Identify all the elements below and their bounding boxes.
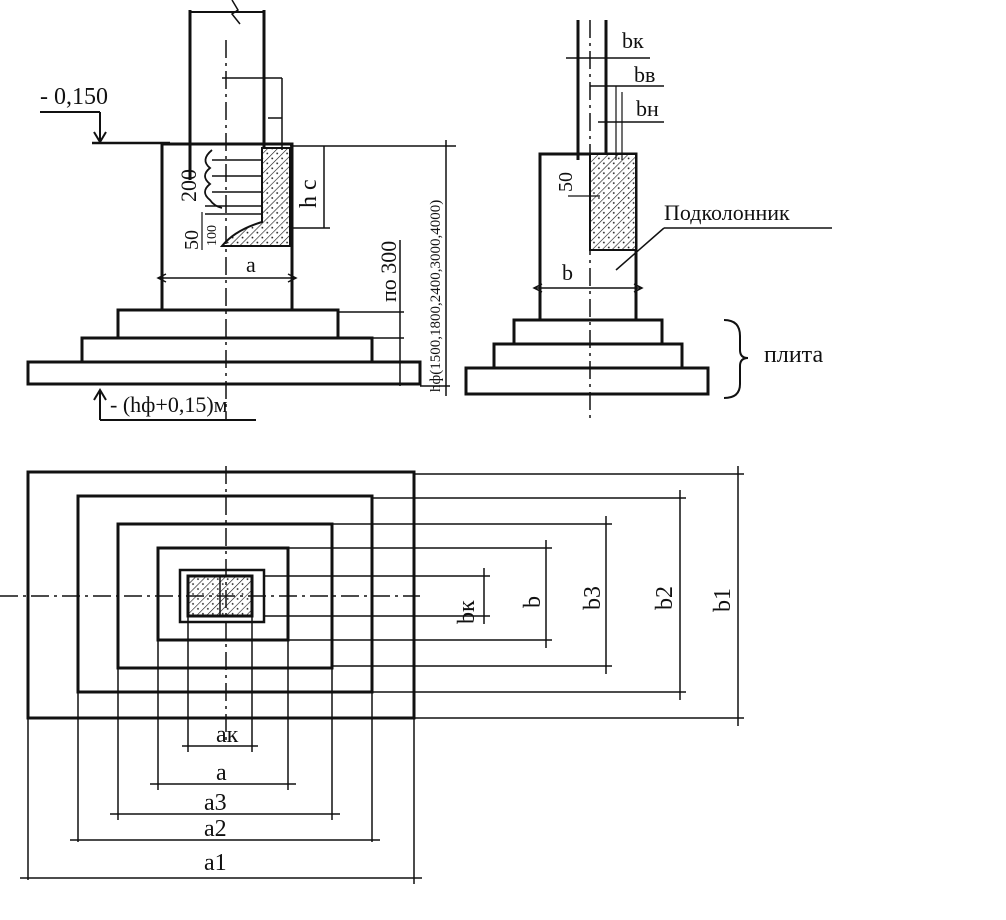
plan-b3-label: b3	[580, 586, 606, 610]
plan-b2-label: b2	[652, 586, 678, 610]
dim-100-label: 100	[205, 225, 220, 246]
front-socket-wave	[204, 149, 223, 209]
side-step-bottom	[464, 366, 710, 396]
plan-a1-label: a1	[204, 850, 227, 876]
front-column-break	[230, 0, 241, 25]
dim-200-label: 200	[176, 169, 201, 202]
side-section: bк bв bн 50 Подколонник b плита	[464, 20, 832, 420]
side-step-middle	[492, 342, 684, 370]
plan-ak-label: aк	[216, 722, 239, 748]
mark-top-label: - 0,150	[40, 84, 108, 110]
plan-view: bк b b3 b2 b1 aк a a3 a2 a1	[0, 466, 744, 884]
plan-b-label: b	[520, 596, 546, 608]
dim-b-side-label: b	[562, 260, 573, 285]
mark-bottom-label: - (hф+0,15)м	[110, 392, 228, 417]
dim-bn-label: bн	[636, 96, 659, 121]
plan-step-1	[26, 470, 416, 720]
plan-a3-label: a3	[204, 790, 227, 816]
dim-hc-label: h c	[296, 179, 322, 208]
dim-bk-side-label: bк	[622, 28, 644, 53]
side-step-top	[512, 318, 664, 346]
front-step-bottom	[26, 360, 422, 386]
plan-pedestal	[156, 546, 290, 642]
side-socket-hatch	[589, 153, 637, 251]
front-pedestal	[160, 142, 294, 312]
label-podkolonnik: Подколонник	[664, 200, 790, 225]
plan-step-2	[76, 494, 374, 694]
front-step-middle	[80, 336, 374, 364]
dim-a-front-label: a	[246, 252, 256, 277]
plan-a-label: a	[216, 760, 227, 786]
dim-po300-label: по 300	[376, 241, 401, 302]
label-plita: плита	[764, 342, 823, 368]
front-section: - 0,150 h c 200 50 100 a по 300 hф(1500,…	[26, 0, 456, 421]
front-step-top	[116, 308, 340, 340]
front-socket-hatch	[219, 147, 291, 247]
dim-bv-label: bв	[634, 62, 655, 87]
plan-b1-label: b1	[710, 588, 736, 612]
dim-50-label: 50	[181, 230, 203, 250]
dim-hf-label: hф(1500,1800,2400,3000,4000)	[428, 200, 444, 392]
dim-50-side-label: 50	[555, 172, 577, 192]
plan-a2-label: a2	[204, 816, 227, 842]
plita-brace	[723, 319, 749, 399]
plan-bk-label: bк	[454, 600, 480, 624]
